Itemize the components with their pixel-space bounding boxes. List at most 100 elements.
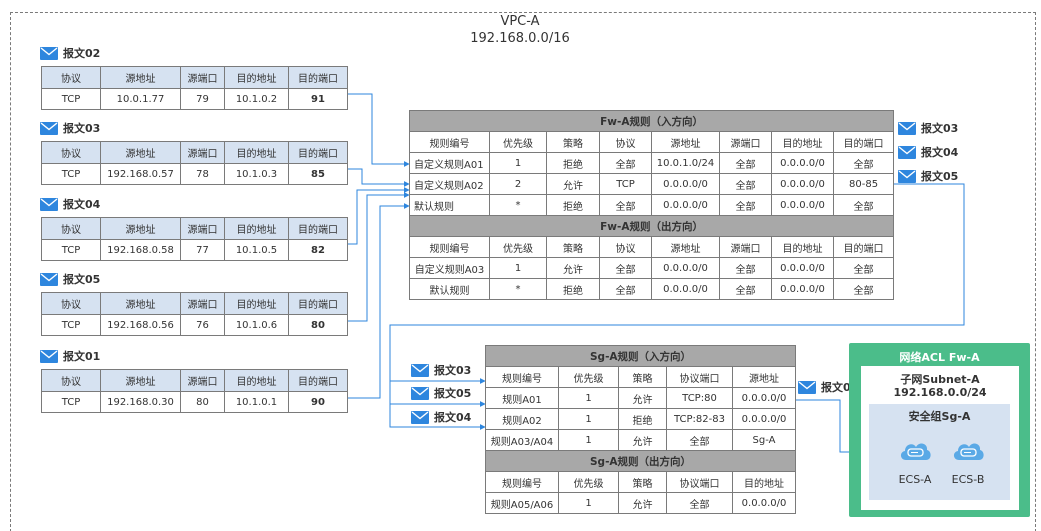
rule-header-cell: 目的端口 <box>832 131 895 153</box>
packet-header-cell: 目的端口 <box>288 141 348 164</box>
packet-header-cell: 目的端口 <box>288 369 348 392</box>
rule-header-cell: 协议 <box>599 236 652 258</box>
packet-cell: 10.1.0.1 <box>224 391 289 413</box>
packet-cell: 91 <box>288 88 348 110</box>
packet-cell: 79 <box>180 88 225 110</box>
packet-cell: TCP <box>41 88 101 110</box>
packet-header-cell: 协议 <box>41 217 101 240</box>
rule-cell: * <box>489 194 547 216</box>
rule-cell: 拒绝 <box>546 194 600 216</box>
packet-header-cell: 目的地址 <box>224 66 289 89</box>
envelope-icon <box>40 121 58 135</box>
rule-header-cell: 优先级 <box>489 236 547 258</box>
rule-cell: TCP <box>599 173 652 195</box>
security-group-box <box>869 404 1010 500</box>
acl-title: 网络ACL Fw-A <box>899 351 980 364</box>
security-group-name: 安全组Sg-A <box>908 410 971 423</box>
packet-header-cell: 协议 <box>41 141 101 164</box>
rule-header-cell: 协议端口 <box>666 471 733 493</box>
rule-cell: 允许 <box>618 492 667 514</box>
packet-header-cell: 目的地址 <box>224 369 289 392</box>
packet-cell: 85 <box>288 163 348 185</box>
packet-cell: 10.1.0.5 <box>224 239 289 261</box>
rule-cell: 全部 <box>719 173 772 195</box>
packet-label: 报文03 <box>40 120 100 136</box>
packet-header-cell: 源地址 <box>100 369 181 392</box>
packet-header-cell: 源地址 <box>100 141 181 164</box>
rule-header-cell: 规则编号 <box>409 131 490 153</box>
rule-cell: 0.0.0.0/0 <box>771 257 834 279</box>
rule-cell: 默认规则 <box>409 278 490 300</box>
packet-label-text: 报文04 <box>921 146 959 159</box>
rule-header-cell: 策略 <box>546 236 600 258</box>
packet-cell: 90 <box>288 391 348 413</box>
packet-cell: 78 <box>180 163 225 185</box>
rule-cell: 全部 <box>599 152 652 174</box>
rule-cell: 全部 <box>719 194 772 216</box>
fw-passed-label: 报文03 <box>898 120 958 136</box>
rule-cell: 全部 <box>832 194 895 216</box>
rule-cell: 全部 <box>599 194 652 216</box>
packet-header-cell: 源端口 <box>180 141 225 164</box>
rule-cell: 全部 <box>599 257 652 279</box>
rule-cell: 自定义规则A02 <box>409 173 490 195</box>
envelope-icon <box>898 121 916 135</box>
packet-header-cell: 源端口 <box>180 292 225 315</box>
rule-header-cell: 优先级 <box>558 366 619 388</box>
envelope-icon <box>40 349 58 363</box>
sg-incoming-label: 报文05 <box>411 385 471 401</box>
rule-cell: 0.0.0.0/0 <box>771 173 834 195</box>
packet-cell: 77 <box>180 239 225 261</box>
fw-rule-table: Fw-A规则（入方向）规则编号优先级策略协议源地址源端口目的地址目的端口自定义规… <box>408 110 895 300</box>
packet-header-cell: 目的端口 <box>288 292 348 315</box>
rule-cell: 0.0.0.0/0 <box>651 173 720 195</box>
rule-header-cell: 源地址 <box>651 131 720 153</box>
rule-cell: 0.0.0.0/0 <box>731 408 797 430</box>
sg-incoming-label: 报文04 <box>411 409 471 425</box>
packet-label-text: 报文02 <box>63 47 101 60</box>
envelope-icon <box>411 410 429 424</box>
packet-header-cell: 源地址 <box>100 292 181 315</box>
vpc-boundary <box>10 12 1036 531</box>
rule-cell: 允许 <box>618 429 667 451</box>
rule-cell: 拒绝 <box>546 152 600 174</box>
rule-cell: 全部 <box>666 492 733 514</box>
rule-header-cell: 规则编号 <box>485 471 559 493</box>
packet-label-text: 报文05 <box>921 170 959 183</box>
rule-header-cell: 目的地址 <box>771 236 834 258</box>
rule-cell: 1 <box>489 152 547 174</box>
packet-label-text: 报文03 <box>434 364 472 377</box>
rule-cell: 允许 <box>546 173 600 195</box>
rule-cell: 0.0.0.0/0 <box>731 492 797 514</box>
rule-cell: 规则A02 <box>485 408 559 430</box>
rule-cell: 全部 <box>666 429 733 451</box>
sg-incoming-label: 报文03 <box>411 362 471 378</box>
packet-cell: TCP <box>41 239 101 261</box>
ecs-a-label: ECS-A <box>898 473 932 486</box>
envelope-icon <box>411 386 429 400</box>
rule-cell: 默认规则 <box>409 194 490 216</box>
packet-header-cell: 源端口 <box>180 369 225 392</box>
rule-cell: 全部 <box>719 278 772 300</box>
packet-cell: 10.0.1.77 <box>100 88 181 110</box>
packet-header-cell: 源端口 <box>180 66 225 89</box>
rule-header-cell: 目的端口 <box>832 236 895 258</box>
envelope-icon <box>411 363 429 377</box>
rule-cell: 80-85 <box>832 173 895 195</box>
packet-label-text: 报文01 <box>63 350 101 363</box>
cloud-server-icon <box>900 443 931 460</box>
rule-cell: Sg-A <box>731 429 797 451</box>
rule-cell: 全部 <box>832 257 895 279</box>
rule-cell: 规则A05/A06 <box>485 492 559 514</box>
rule-cell: 0.0.0.0/0 <box>651 194 720 216</box>
packet-header-cell: 目的端口 <box>288 217 348 240</box>
packet-label: 报文05 <box>40 271 100 287</box>
subnet-cidr: 192.168.0.0/24 <box>893 386 987 399</box>
packet-header-cell: 目的地址 <box>224 292 289 315</box>
rule-cell: 0.0.0.0/0 <box>771 194 834 216</box>
packet-label-text: 报文05 <box>434 387 472 400</box>
